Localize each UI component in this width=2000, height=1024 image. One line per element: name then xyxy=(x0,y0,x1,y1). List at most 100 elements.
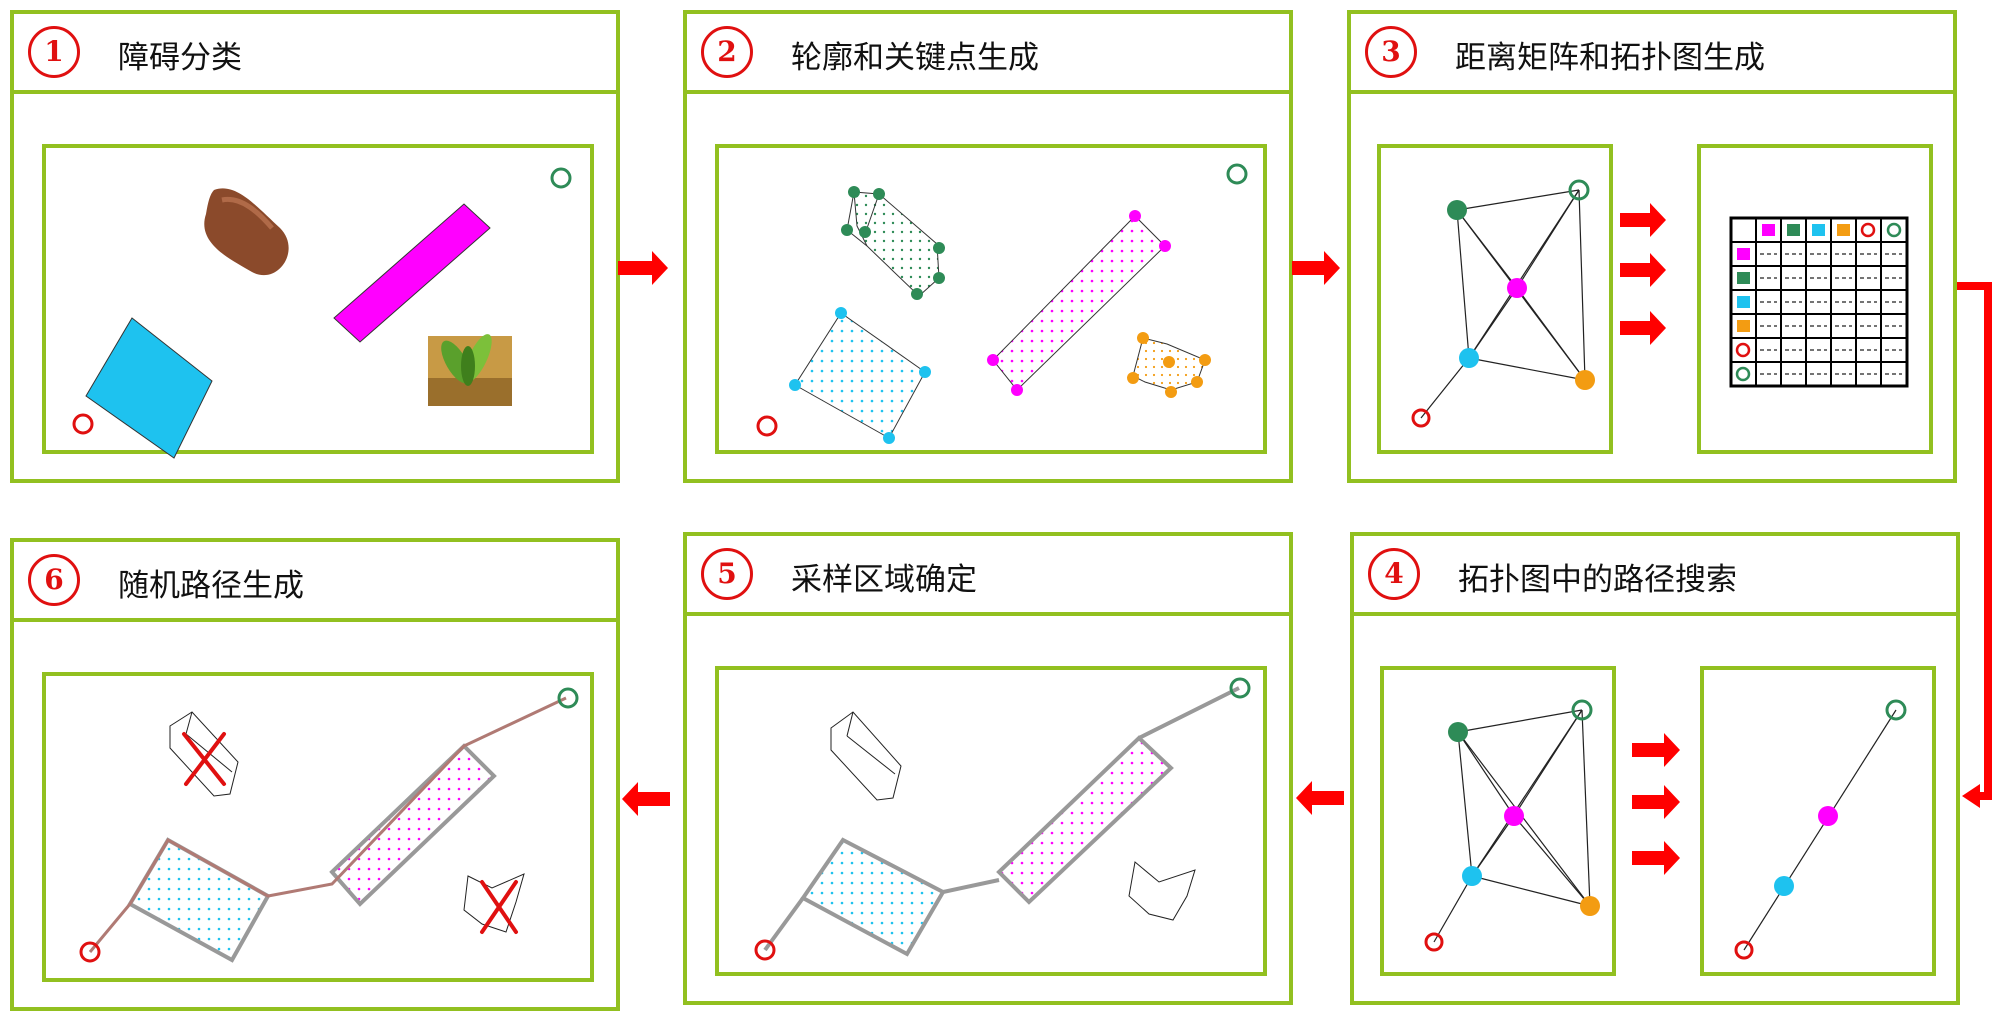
red-arrow-icon xyxy=(618,251,668,285)
start-circle-icon xyxy=(72,413,94,435)
red-arrow-icon xyxy=(622,782,670,816)
scene-frame xyxy=(42,672,594,982)
goal-circle-icon xyxy=(550,167,572,189)
distance-matrix-frame xyxy=(1697,144,1933,454)
red-arrow-icon xyxy=(1957,282,1992,808)
scene-frame xyxy=(715,666,1267,976)
goal-circle-icon xyxy=(1226,163,1248,185)
scene-obstacles xyxy=(72,167,572,459)
panel-header: 5 采样区域确定 xyxy=(687,536,1289,616)
obstacle-outline-box xyxy=(169,711,239,797)
row-goal-icon xyxy=(1735,366,1751,382)
red-cross-icon xyxy=(182,732,226,786)
contour-cyan xyxy=(794,312,926,439)
node-magenta xyxy=(1504,806,1524,826)
step-badge: 4 xyxy=(1368,548,1420,600)
stone-image-icon xyxy=(204,188,289,276)
goal-circle-icon xyxy=(557,687,579,709)
panel-contour-keypoints: 2 轮廓和关键点生成 xyxy=(683,10,1293,483)
header-green xyxy=(1787,224,1800,236)
random-path xyxy=(88,696,567,953)
header-start-icon xyxy=(1860,222,1876,238)
start-circle-icon xyxy=(79,941,101,963)
panel-title: 轮廓和关键点生成 xyxy=(791,40,1039,76)
node-cyan xyxy=(1462,866,1482,886)
obstacle-outline-box xyxy=(830,711,902,801)
node-cyan xyxy=(1774,876,1794,896)
keypoint xyxy=(933,242,945,254)
row-orange xyxy=(1737,320,1750,332)
panel-header: 3 距离矩阵和拓扑图生成 xyxy=(1351,14,1953,94)
red-arrow-icon xyxy=(1296,781,1344,815)
panel-header: 2 轮廓和关键点生成 xyxy=(687,14,1289,94)
keypoint xyxy=(835,307,847,319)
panel-obstacle-classification: 1 障碍分类 xyxy=(10,10,620,483)
keypoint xyxy=(1137,332,1149,344)
goal-circle-icon xyxy=(1885,699,1907,721)
keypoint xyxy=(883,432,895,444)
scene-frame xyxy=(42,144,594,459)
keypoint xyxy=(1159,240,1171,252)
panel-title: 采样区域确定 xyxy=(791,562,977,598)
keypoint xyxy=(1011,384,1023,396)
start-circle-icon xyxy=(1411,408,1431,428)
keypoint xyxy=(1163,356,1175,368)
header-orange xyxy=(1837,224,1850,236)
keypoint xyxy=(873,188,885,200)
keypoint xyxy=(789,379,801,391)
shortest-path-frame xyxy=(1700,666,1936,976)
keypoint xyxy=(1129,210,1141,222)
step-badge: 2 xyxy=(701,26,753,78)
sampling-region-cyan xyxy=(800,837,946,957)
panel-title: 距离矩阵和拓扑图生成 xyxy=(1455,40,1765,76)
header-cyan xyxy=(1812,224,1825,236)
panel-header: 6 随机路径生成 xyxy=(14,542,616,622)
obstacle-magenta-bar xyxy=(333,203,491,343)
topology-graph xyxy=(1411,179,1595,428)
start-circle-icon xyxy=(1734,940,1754,960)
step-badge: 6 xyxy=(28,554,80,606)
panel-random-path-generation: 6 随机路径生成 xyxy=(10,538,620,1011)
goal-circle-icon xyxy=(1568,179,1590,201)
matrix-cells xyxy=(1760,253,1902,375)
plant-image-icon xyxy=(428,334,512,406)
keypoint xyxy=(919,366,931,378)
keypoint xyxy=(933,272,945,284)
panel-sampling-region: 5 采样区域确定 xyxy=(683,532,1293,1005)
obstacle-outline-pentagon xyxy=(1128,861,1196,921)
step-badge: 1 xyxy=(28,26,80,78)
keypoint xyxy=(1199,354,1211,366)
keypoint xyxy=(987,354,999,366)
scene-sampling-region xyxy=(754,677,1251,961)
goal-circle-icon xyxy=(1229,677,1251,699)
scene-contours xyxy=(756,163,1248,444)
shortest-path xyxy=(1734,699,1907,960)
panel-title: 随机路径生成 xyxy=(118,568,304,604)
node-orange xyxy=(1575,370,1595,390)
row-green xyxy=(1737,272,1750,284)
step-badge: 3 xyxy=(1365,26,1417,78)
step-badge: 5 xyxy=(701,548,753,600)
scene-random-path xyxy=(79,687,579,963)
scene-frame xyxy=(715,144,1267,454)
keypoint xyxy=(911,288,923,300)
panel-header: 1 障碍分类 xyxy=(14,14,616,94)
sampling-region-magenta xyxy=(329,743,497,907)
node-cyan xyxy=(1459,348,1479,368)
red-cross-icon xyxy=(480,880,518,934)
topology-graph xyxy=(1424,699,1600,952)
panel-topology-path-search: 4 拓扑图中的路径搜索 xyxy=(1350,532,1960,1005)
keypoint xyxy=(1127,372,1139,384)
node-green xyxy=(1447,200,1467,220)
contour-green xyxy=(853,191,940,297)
start-circle-icon xyxy=(1424,932,1444,952)
node-green xyxy=(1448,722,1468,742)
sampling-region-magenta xyxy=(996,735,1174,905)
topology-graph-frame xyxy=(1380,666,1616,976)
path-segments xyxy=(763,686,1240,952)
goal-circle-icon xyxy=(1571,699,1593,721)
node-magenta xyxy=(1507,278,1527,298)
row-magenta xyxy=(1737,248,1750,260)
topology-graph-frame xyxy=(1377,144,1613,454)
keypoint xyxy=(1165,386,1177,398)
